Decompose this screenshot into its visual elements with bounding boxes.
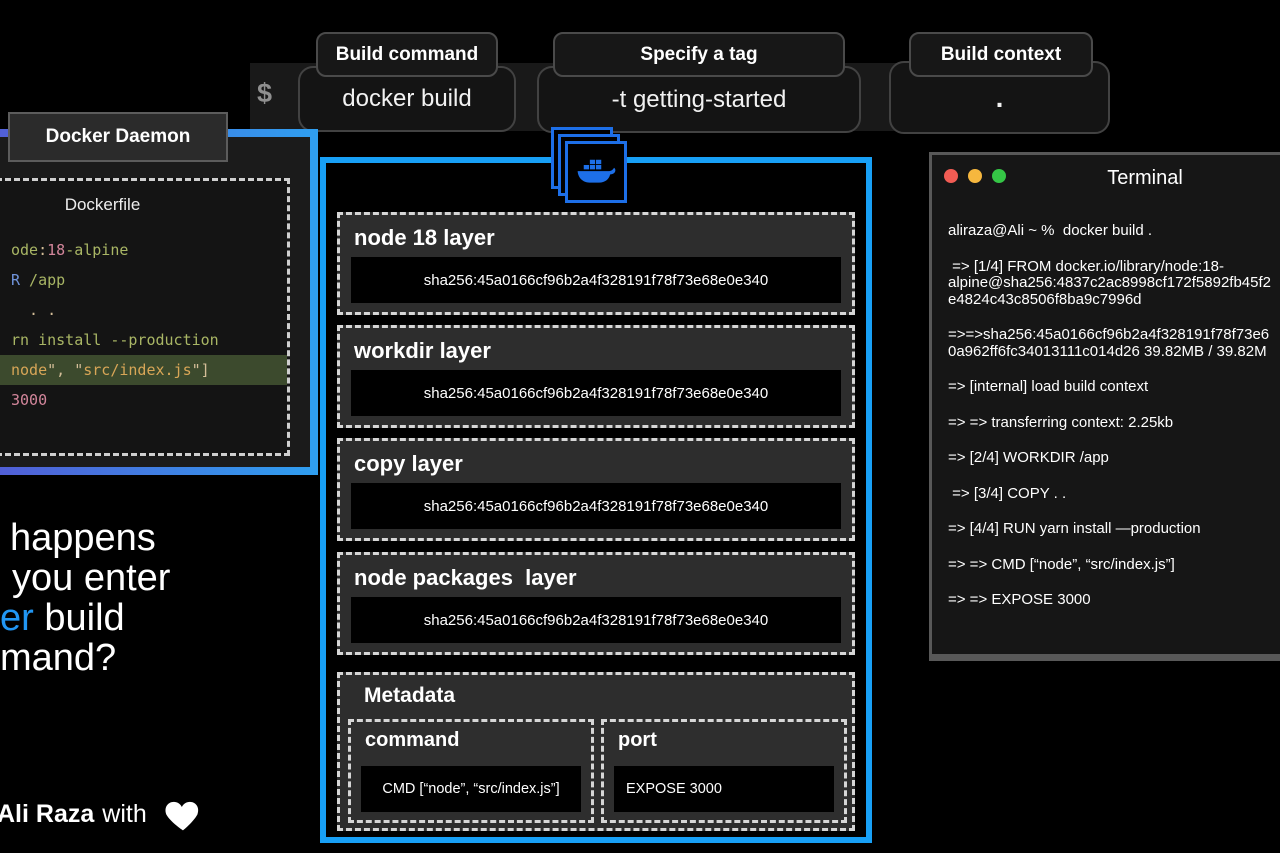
layer-title: workdir layer <box>354 338 491 363</box>
terminal-line: => => EXPOSE 3000 <box>948 591 1091 608</box>
text-segment: /app <box>20 271 66 289</box>
metadata-command-box: command CMD [“node”, “src/index.js”] <box>348 719 594 823</box>
terminal-line: => => transferring context: 2.25kb <box>948 413 1174 431</box>
text-segment: build <box>33 597 125 639</box>
text-segment: . . <box>11 301 57 319</box>
layer-digest: sha256:45a0166cf96b2a4f328191f78f73e68e0… <box>351 597 841 643</box>
docker-whale-icon <box>577 159 616 183</box>
terminal-entry: => [4/4] RUN yarn install —production <box>948 520 1280 538</box>
terminal-line: aliraza@Ali ~ % docker build . <box>948 222 1153 239</box>
text-segment: node <box>11 361 48 379</box>
layer-title: node packages layer <box>354 565 577 590</box>
layer-title: copy layer <box>354 451 463 476</box>
layer-box-workdir: workdir layer sha256:45a0166cf96b2a4f328… <box>337 325 855 428</box>
docker-daemon-title: Docker Daemon <box>8 112 228 162</box>
build-command-pill: docker build <box>298 66 516 132</box>
metadata-command-value: CMD [“node”, “src/index.js”] <box>361 766 581 812</box>
terminal-entry: => [2/4] WORKDIR /app <box>948 449 1280 467</box>
terminal-line: e4824c43c8506f8ba9c7996d <box>948 290 1142 308</box>
build-command-label: Build command <box>316 32 498 77</box>
minimize-icon <box>968 169 982 183</box>
text-segment: rn install --production <box>11 331 219 349</box>
heart-icon <box>163 796 203 832</box>
dockerfile-line: ode:18-alpine <box>0 235 287 265</box>
build-command-text: docker build <box>342 85 472 112</box>
metadata-title: Metadata <box>364 684 456 707</box>
context-text: . <box>995 81 1004 113</box>
text-segment: -alpine <box>65 241 129 259</box>
terminal-line: => [3/4] COPY . . <box>948 484 1067 502</box>
terminal-line: => [4/4] RUN yarn install —production <box>948 520 1201 537</box>
layer-digest: sha256:45a0166cf96b2a4f328191f78f73e68e0… <box>351 257 841 303</box>
terminal-line: =>=>sha256:45a0166cf96b2a4f328191f78f73e… <box>948 326 1270 343</box>
text-segment: mand? <box>0 637 117 679</box>
layer-digest: sha256:45a0166cf96b2a4f328191f78f73e68e0… <box>351 483 841 529</box>
text-segment: ode <box>11 241 39 259</box>
dockerfile-line: 3000 <box>0 385 287 415</box>
dockerfile-line: . . <box>0 295 287 325</box>
author-name: Ali Raza <box>0 799 95 828</box>
stack-card-front <box>565 141 627 203</box>
layer-box-copy: copy layer sha256:45a0166cf96b2a4f328191… <box>337 438 855 541</box>
question-line: you enter <box>0 558 170 598</box>
text-segment: : <box>38 241 48 259</box>
text-segment: 18 <box>47 241 66 259</box>
terminal-entry: => [internal] load build context <box>948 378 1280 396</box>
terminal-line: alpine@sha256:4837c2ac8998cf172f5892fb45… <box>948 274 1271 291</box>
terminal-entry: => => CMD [“node”, “src/index.js”] <box>948 555 1280 574</box>
metadata-command-title: command <box>365 729 460 751</box>
build-context-label: Build context <box>909 32 1093 77</box>
terminal-line: => => CMD [“node”, “src/index.js”] <box>948 555 1175 573</box>
specify-tag-label: Specify a tag <box>553 32 845 77</box>
terminal-line: => [2/4] WORKDIR /app <box>948 449 1109 466</box>
terminal-entry: => [3/4] COPY . . <box>948 484 1280 503</box>
text-segment: you enter <box>12 557 171 599</box>
layer-box-node-packages: node packages layer sha256:45a0166cf96b2… <box>337 552 855 655</box>
dockerfile-line-highlighted: node", "src/index.js"] <box>0 355 287 385</box>
metadata-port-value: EXPOSE 3000 <box>614 766 834 812</box>
terminal-entry: => => transferring context: 2.25kb <box>948 413 1280 432</box>
text-segment: happens <box>10 517 156 559</box>
dockerfile-line: rn install --production <box>0 325 287 355</box>
question-line: er build <box>0 598 170 638</box>
shell-prompt: $ <box>257 78 273 108</box>
layer-box-node18: node 18 layer sha256:45a0166cf96b2a4f328… <box>337 212 855 315</box>
metadata-box: Metadata command CMD [“node”, “src/index… <box>337 672 855 831</box>
terminal-title: Terminal <box>1107 167 1183 189</box>
dockerfile-title: Dockerfile <box>64 195 141 214</box>
footer-with-text: with <box>102 799 147 828</box>
zoom-icon <box>992 169 1006 183</box>
close-icon <box>944 169 958 183</box>
metadata-port-box: port EXPOSE 3000 <box>601 719 847 823</box>
terminal-output: aliraza@Ali ~ % docker build . => [1/4] … <box>932 197 1280 609</box>
text-segment: "] <box>191 361 210 379</box>
terminal-line: => [1/4] FROM docker.io/library/node:18- <box>948 257 1224 275</box>
text-segment: R <box>11 271 21 289</box>
terminal-line: => [internal] load build context <box>948 378 1149 395</box>
text-segment: ", " <box>47 361 84 379</box>
dockerfile-line: R /app <box>0 265 287 295</box>
text-segment: 3000 <box>11 391 48 409</box>
question-line: happens <box>0 518 170 558</box>
layer-digest: sha256:45a0166cf96b2a4f328191f78f73e68e0… <box>351 370 841 416</box>
docker-icon <box>551 127 631 207</box>
footer-credit: Ali Raza with <box>0 794 203 834</box>
terminal-entry: => => EXPOSE 3000 <box>948 591 1280 609</box>
terminal-window: Terminal aliraza@Ali ~ % docker build . … <box>929 152 1280 661</box>
terminal-entry: =>=>sha256:45a0166cf96b2a4f328191f78f73e… <box>948 326 1280 360</box>
tag-text: -t getting-started <box>611 85 787 113</box>
question-line: mand? <box>0 638 170 678</box>
text-segment: src/index.js <box>83 361 192 379</box>
terminal-header: Terminal <box>932 155 1280 197</box>
layer-title: node 18 layer <box>354 225 495 250</box>
terminal-entry: => [1/4] FROM docker.io/library/node:18-… <box>948 257 1280 309</box>
text-segment: er <box>0 597 34 639</box>
metadata-port-title: port <box>618 729 657 751</box>
terminal-line: 0a962ff6fc34013111c014d26 39.82MB / 39.8… <box>948 342 1267 360</box>
terminal-entry: aliraza@Ali ~ % docker build . <box>948 222 1280 240</box>
